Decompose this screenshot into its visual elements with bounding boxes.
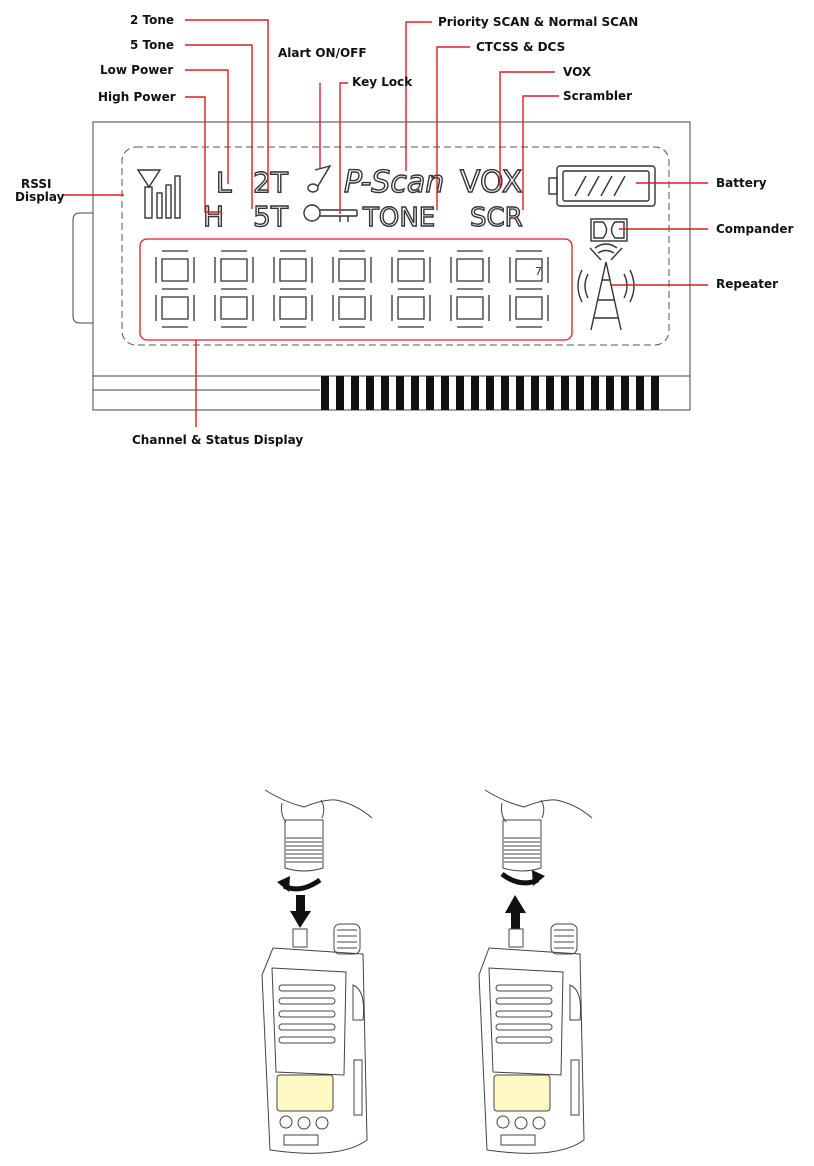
stripe-bar: [336, 376, 344, 410]
repeater-icon: [578, 244, 634, 330]
label-key-lock: Key Lock: [352, 75, 413, 89]
stripe-bar: [456, 376, 464, 410]
compander-icon: [591, 219, 627, 241]
radio-body-left: [262, 924, 367, 1153]
channel-display: 7: [140, 239, 572, 340]
label-five-tone: 5 Tone: [130, 38, 174, 52]
label-scan: Priority SCAN & Normal SCAN: [438, 15, 638, 29]
label-repeater: Repeater: [716, 277, 778, 291]
stripe-bar: [501, 376, 509, 410]
label-alert: Alart ON/OFF: [278, 46, 367, 60]
stripe-bar: [441, 376, 449, 410]
stripe-bar: [591, 376, 599, 410]
label-low-power: Low Power: [100, 63, 173, 77]
stripe-bar: [546, 376, 554, 410]
stripe-bar: [651, 376, 659, 410]
stripe-bar: [621, 376, 629, 410]
stripe-bar: [381, 376, 389, 410]
radio-body-right: [479, 924, 584, 1153]
segment-digit: [510, 251, 548, 327]
segment-digits: [156, 251, 548, 327]
lcd-five-tone-indicator: 5T: [253, 200, 289, 233]
lcd-two-tone-indicator: 2T: [253, 166, 289, 199]
alert-note-icon: [308, 166, 330, 192]
stripe-strip: [321, 376, 659, 410]
label-compander: Compander: [716, 222, 794, 236]
label-scrambler: Scrambler: [563, 89, 632, 103]
stripe-bar: [426, 376, 434, 410]
stripe-bar: [486, 376, 494, 410]
segment-digit: [451, 251, 489, 327]
battery-icon: [549, 166, 655, 206]
stripe-bar: [531, 376, 539, 410]
stripe-bar: [561, 376, 569, 410]
segment-digit: [333, 251, 371, 327]
stripe-bar: [411, 376, 419, 410]
stripe-bar: [576, 376, 584, 410]
key-lock-icon: [304, 205, 357, 222]
segment-digit: [274, 251, 312, 327]
lcd-tone-indicator: TONE: [362, 203, 435, 233]
stripe-bar: [636, 376, 644, 410]
stripe-bar: [366, 376, 374, 410]
label-battery: Battery: [716, 176, 767, 190]
rssi-icon: [138, 170, 180, 218]
stripe-bar: [351, 376, 359, 410]
label-high-power: High Power: [98, 90, 176, 104]
lcd-vox-indicator: VOX: [460, 165, 522, 200]
label-ctcss: CTCSS & DCS: [476, 40, 565, 54]
stripe-bar: [396, 376, 404, 410]
label-two-tone: 2 Tone: [130, 13, 174, 27]
lcd-pscan-indicator: P-Scan: [344, 165, 444, 200]
lcd-low-indicator: L: [216, 166, 232, 199]
lcd-scr-indicator: SCR: [470, 203, 523, 233]
segment-digit: [392, 251, 430, 327]
label-rssi-display: Display: [15, 190, 65, 204]
stripe-bar: [606, 376, 614, 410]
label-channel-status: Channel & Status Display: [132, 433, 303, 447]
label-rssi: RSSI: [21, 177, 51, 191]
label-vox: VOX: [563, 65, 592, 79]
segment-digit: [156, 251, 194, 327]
antenna-attach-illustration: [262, 790, 592, 1153]
lcd-high-indicator: H: [203, 200, 224, 233]
stripe-bar: [516, 376, 524, 410]
segment-digit: [215, 251, 253, 327]
stripe-bar: [321, 376, 329, 410]
lcd-small-digit: 7: [535, 265, 542, 278]
stripe-bar: [471, 376, 479, 410]
